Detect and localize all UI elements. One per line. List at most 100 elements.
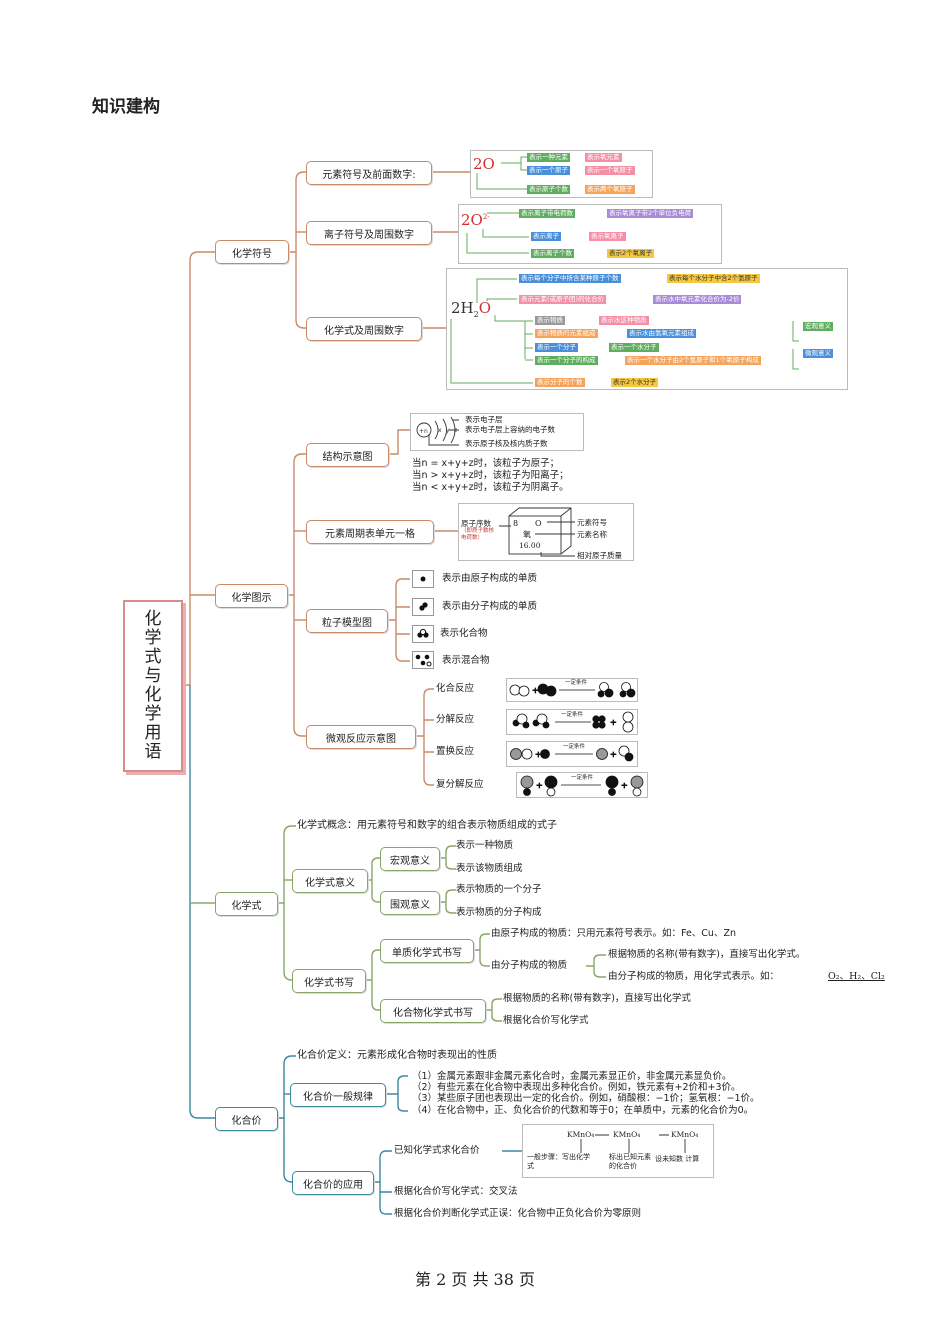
valence-rule-2: （2）有些元素在化合物中表现出多种化合价。例如，铁元素有+2价和+3价。 bbox=[412, 1082, 741, 1093]
node-valence-rules[interactable]: 化合价一般规律 bbox=[290, 1083, 386, 1107]
model-icon-molecule bbox=[412, 598, 434, 616]
valence-step-2: 标出已知元素的化合价 bbox=[609, 1153, 651, 1170]
simple-molecule-rule: 由分子构成的物质 bbox=[491, 960, 568, 971]
branch-diagrams[interactable]: 化学图示 bbox=[215, 584, 288, 608]
chip-h2o-4: 表示物质的元素组成 bbox=[535, 329, 598, 338]
chip-elem-1: 表示一种元素 bbox=[527, 153, 570, 162]
compound-rule-2: 根据化合价写化学式 bbox=[503, 1015, 589, 1026]
reaction-label-1: 化合反应 bbox=[436, 683, 475, 694]
chip-elem-2b: 表示一个氧原子 bbox=[585, 166, 635, 175]
node-ion-symbol[interactable]: 离子符号及周围数字 bbox=[306, 221, 432, 245]
reaction-diagram-1: + 一定条件 bbox=[506, 678, 638, 702]
reaction-4-condition: 一定条件 bbox=[571, 775, 594, 781]
formula-symbol-connectors bbox=[450, 278, 799, 384]
apply-item-2: 根据化合价写化学式：交叉法 bbox=[394, 1186, 518, 1197]
chip-elem-3: 表示原子个数 bbox=[527, 185, 570, 194]
node-periodic[interactable]: 元素周期表单元一格 bbox=[306, 520, 434, 544]
chip-micro: 微观意义 bbox=[803, 349, 833, 358]
chip-ion-2: 表示离子 bbox=[531, 232, 561, 241]
chip-h2o-7b: 表示2个水分子 bbox=[611, 378, 659, 387]
chip-h2o-4b: 表示水由氢氧元素组成 bbox=[627, 329, 696, 338]
formula-h2o: 2H2O bbox=[451, 299, 492, 319]
reaction-1-molecules: + bbox=[509, 682, 636, 698]
structure-annot-3: 表示原子核及核内质子数 bbox=[465, 439, 548, 448]
node-formula-writing[interactable]: 化学式书写 bbox=[292, 969, 366, 993]
svg-text:y: y bbox=[446, 427, 450, 434]
periodic-value-o: O bbox=[535, 519, 542, 528]
valence-formula-3: KMnO₄ bbox=[671, 1130, 699, 1139]
reaction-4-molecules: ++ bbox=[520, 775, 644, 797]
chip-h2o-2b: 表示水中氧元素化合价为-2价 bbox=[653, 295, 742, 304]
periodic-cube-icon bbox=[499, 507, 575, 557]
chip-h2o-5b: 表示一个水分子 bbox=[609, 343, 659, 352]
element-symbol-connectors bbox=[476, 156, 527, 190]
periodic-r2: 元素名称 bbox=[577, 530, 607, 539]
node-compound-writing[interactable]: 化合物化学式书写 bbox=[380, 999, 486, 1023]
chip-h2o-1b: 表示每个水分子中含2个氢原子 bbox=[667, 274, 760, 283]
simple-molecule-b: 由分子构成的物质，用化学式表示。如： bbox=[608, 971, 780, 982]
chip-h2o-3b: 表示水这种物质 bbox=[599, 316, 649, 325]
node-valence-apply[interactable]: 化合价的应用 bbox=[292, 1171, 374, 1195]
chip-h2o-6b: 表示一个水分子由2个氢原子和1个氧原子构成 bbox=[625, 356, 761, 365]
valence-steps-diagram: KMnO₄ KMnO₄ KMnO₄ 一般步骤：写出化学式 标出已知元素的化合价 … bbox=[522, 1124, 714, 1178]
model-label-1: 表示由原子构成的单质 bbox=[442, 573, 538, 584]
node-simple-writing[interactable]: 单质化学式书写 bbox=[380, 939, 474, 963]
formula-2o: 2O bbox=[473, 155, 495, 173]
valence-formula-1: KMnO₄ bbox=[567, 1130, 595, 1139]
periodic-value-8: 8 bbox=[513, 519, 519, 528]
node-formula-symbol[interactable]: 化学式及周围数字 bbox=[306, 317, 422, 341]
page-heading: 知识建构 bbox=[92, 97, 160, 117]
periodic-r1: 元素符号 bbox=[577, 518, 607, 527]
reaction-3-condition: 一定条件 bbox=[563, 744, 586, 750]
chip-h2o-7: 表示分子的个数 bbox=[535, 378, 585, 387]
svg-text:+: + bbox=[532, 686, 539, 695]
structure-note-2: 当n > x+y+z时，该粒子为阳离子； bbox=[412, 470, 569, 481]
valence-step-3: 设未知数 计算 bbox=[655, 1155, 700, 1163]
model-icon-compound bbox=[412, 625, 434, 643]
periodic-r3: 相对原子质量 bbox=[577, 551, 622, 560]
chip-h2o-3: 表示物质 bbox=[535, 316, 565, 325]
page-footer: 第 2 页 共 38 页 bbox=[415, 1270, 535, 1289]
reaction-label-4: 复分解反应 bbox=[436, 779, 484, 790]
reaction-label-2: 分解反应 bbox=[436, 714, 475, 725]
compound-rule-1: 根据物质的名称(带有数字)，直接写出化学式 bbox=[503, 993, 691, 1004]
node-micro-meaning[interactable]: 围观意义 bbox=[380, 891, 440, 915]
branch-symbols[interactable]: 化学符号 bbox=[215, 240, 289, 264]
apply-item-3: 根据化合价判断化学式正误：化合物中正负化合价为零原则 bbox=[394, 1208, 642, 1219]
reaction-diagram-4: ++ 一定条件 bbox=[516, 772, 648, 798]
chip-elem-3b: 表示两个氧原子 bbox=[585, 185, 635, 194]
node-micro-reaction[interactable]: 微观反应示意图 bbox=[306, 725, 416, 749]
structure-note-1: 当n = x+y+z时，该粒子为原子； bbox=[412, 458, 560, 469]
branch-formula[interactable]: 化学式 bbox=[215, 892, 278, 916]
svg-text:+: + bbox=[610, 718, 617, 727]
chip-ion-3b: 表示2个氧离子 bbox=[607, 249, 655, 258]
branch-valence[interactable]: 化合价 bbox=[215, 1107, 278, 1131]
chip-ion-1: 表示离子带电荷数 bbox=[519, 209, 575, 218]
chip-elem-2: 表示一个原子 bbox=[527, 166, 570, 175]
svg-text:+n: +n bbox=[419, 428, 428, 435]
chip-elem-1b: 表示氧元素 bbox=[585, 153, 622, 162]
chip-ion-3: 表示离子个数 bbox=[531, 249, 574, 258]
valence-rule-3: （3）某些原子团也表现出一定的化合价。例如，硝酸根：−1价；氢氧根：−1价。 bbox=[412, 1093, 760, 1104]
model-label-3: 表示化合物 bbox=[440, 628, 488, 639]
apply-item-1: 已知化学式求化合价 bbox=[394, 1145, 480, 1156]
node-element-symbol[interactable]: 元素符号及前面数字: bbox=[306, 161, 432, 185]
node-formula-meaning[interactable]: 化学式意义 bbox=[292, 869, 368, 893]
micro-item-2: 表示物质的分子构成 bbox=[456, 907, 542, 918]
chip-h2o-1: 表示每个分子中所含某种原子个数 bbox=[519, 274, 621, 283]
chip-h2o-6: 表示一个分子的构成 bbox=[535, 356, 598, 365]
ion-symbol-diagram: 2O2- 表示离子带电荷数 表示氧离子带2个单位负电荷 表示离子 表示氧离子 表… bbox=[458, 204, 722, 264]
periodic-num-note: （即质子数核电荷数） bbox=[461, 528, 495, 541]
svg-text:+: + bbox=[610, 750, 617, 759]
reaction-2-molecules: + bbox=[512, 711, 634, 733]
node-model[interactable]: 粒子模型图 bbox=[306, 609, 388, 633]
valence-rule-1: （1）金属元素跟非金属元素化合时，金属元素显正价，非金属元素显负价。 bbox=[412, 1071, 732, 1082]
node-macro-meaning[interactable]: 宏观意义 bbox=[380, 847, 440, 871]
structure-note-3: 当n < x+y+z时，该粒子为阴离子。 bbox=[412, 482, 569, 493]
reaction-3-molecules: ++ bbox=[510, 745, 634, 762]
node-structure[interactable]: 结构示意图 bbox=[306, 443, 389, 467]
model-icon-mixture bbox=[412, 651, 434, 669]
macro-item-1: 表示一种物质 bbox=[456, 840, 514, 851]
